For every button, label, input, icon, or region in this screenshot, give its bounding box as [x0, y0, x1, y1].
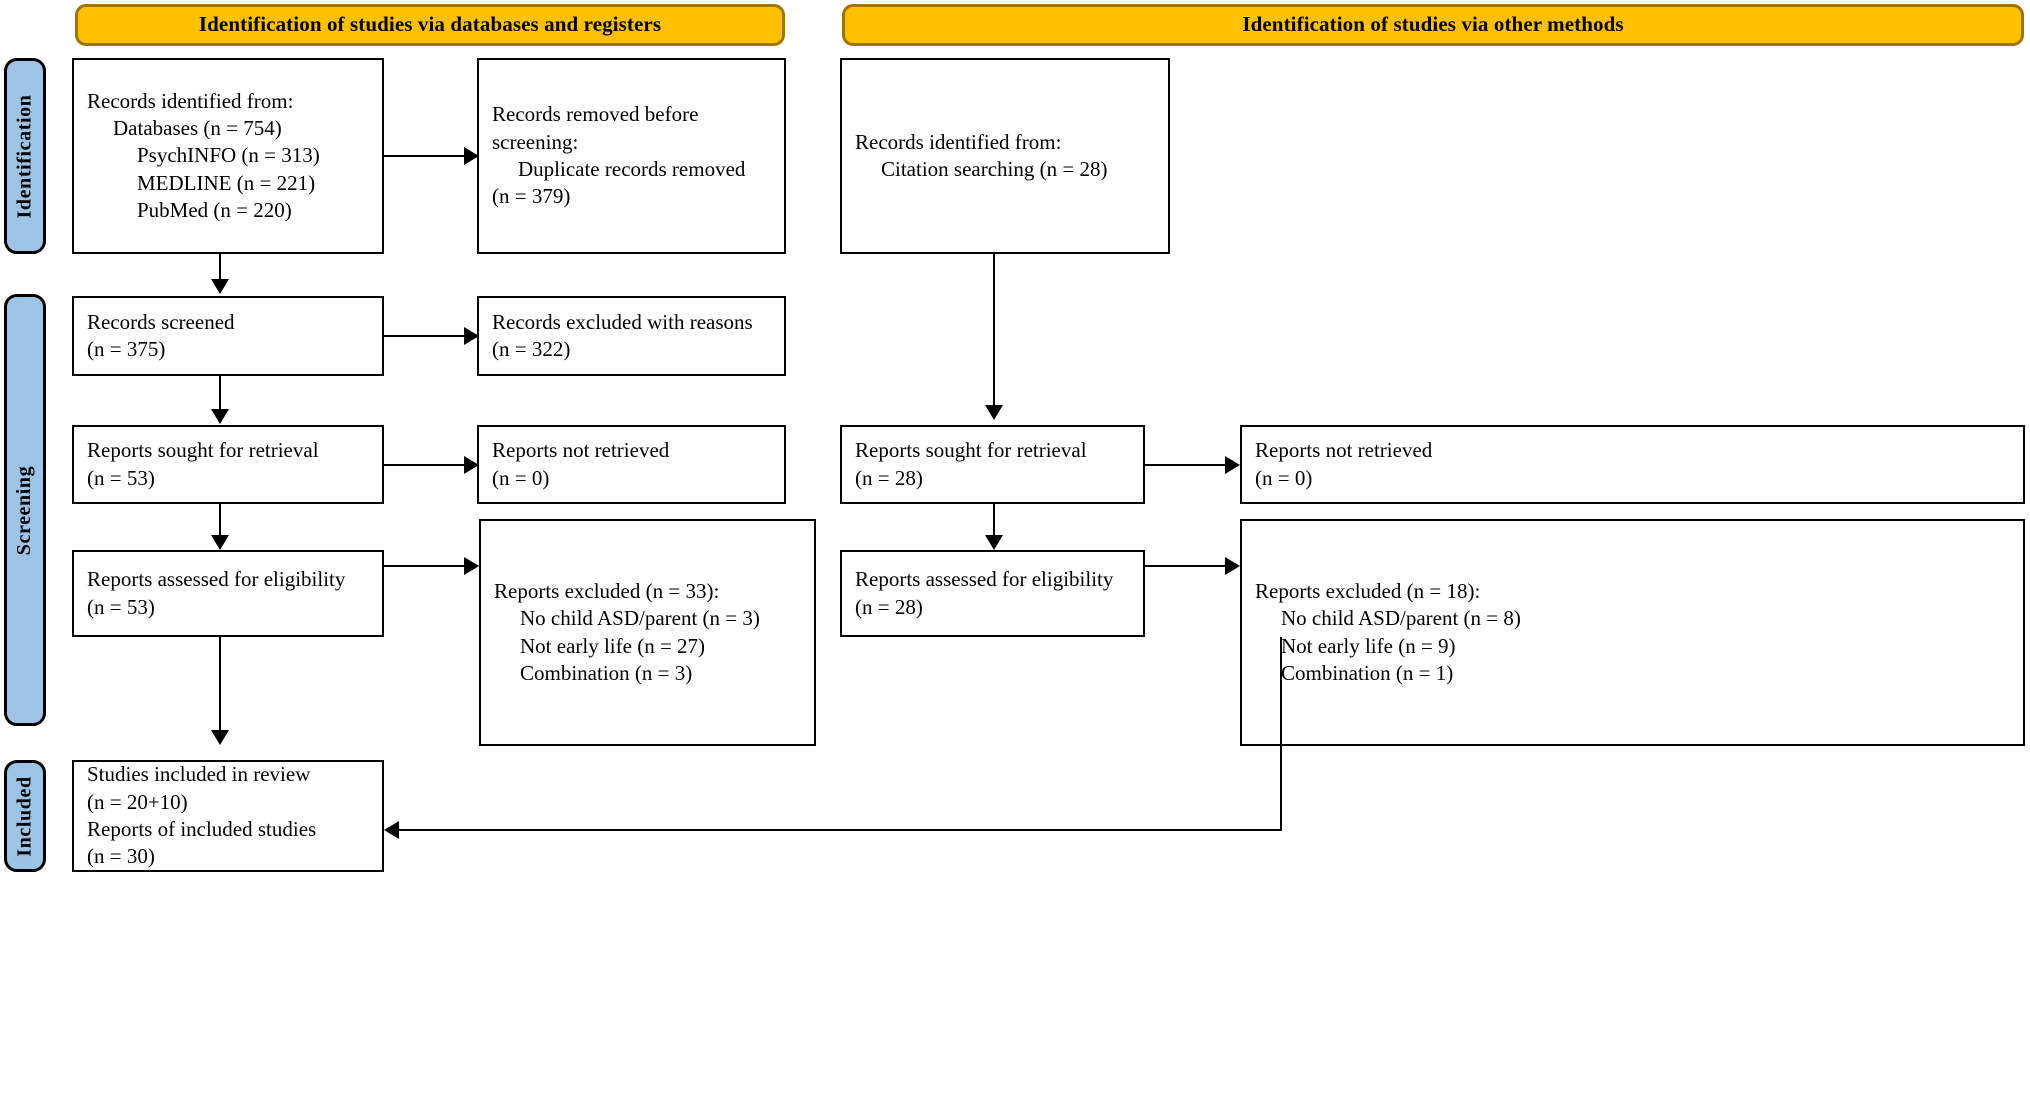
box-line: (n = 0)	[1255, 465, 1313, 490]
arrowhead-down	[211, 535, 229, 550]
connector-sought-to-assessed-left	[219, 504, 221, 542]
box-line: Records identified from:	[87, 88, 294, 113]
box-line: (n = 28)	[855, 465, 923, 490]
box-line: (n = 30)	[87, 844, 155, 869]
box-line: Combination (n = 1)	[1281, 660, 1454, 685]
box-line: screening:	[492, 129, 579, 154]
box-reports-excluded-other: Reports excluded (n = 18): No child ASD/…	[1240, 519, 2025, 746]
box-records-excluded-with-reasons: Records excluded with reasons (n = 322)	[477, 296, 786, 376]
box-line: Reports not retrieved	[492, 438, 670, 463]
connector-other-assessed-to-included	[398, 829, 1282, 831]
box-reports-assessed-other: Reports assessed for eligibility (n = 28…	[840, 550, 1145, 637]
arrowhead-down	[211, 730, 229, 745]
box-line: No child ASD/parent (n = 8)	[1281, 606, 1521, 631]
arrowhead-left	[384, 821, 399, 839]
connector-other-identified-to-sought	[993, 254, 995, 412]
connector-screened-to-excluded	[384, 335, 466, 337]
arrowhead-down	[211, 409, 229, 424]
connector-assessed-to-excluded-left	[384, 565, 466, 567]
box-records-identified-databases: Records identified from: Databases (n = …	[72, 58, 384, 254]
banner-databases-registers: Identification of studies via databases …	[75, 4, 785, 46]
box-line: Records identified from:	[855, 129, 1062, 154]
connector-sought-to-not-retrieved-left	[384, 464, 466, 466]
rail-included: Included	[4, 760, 46, 872]
box-line: (n = 322)	[492, 337, 571, 361]
box-line: Reports sought for retrieval	[855, 438, 1087, 463]
box-line: Studies included in review	[87, 762, 311, 787]
box-line: Reports excluded (n = 18):	[1255, 578, 1481, 603]
arrowhead-right	[464, 557, 479, 575]
box-line: Citation searching (n = 28)	[881, 157, 1108, 181]
arrowhead-right	[464, 327, 479, 345]
box-reports-excluded-databases: Reports excluded (n = 33): No child ASD/…	[479, 519, 816, 746]
connector-sought-to-assessed-right	[993, 504, 995, 542]
box-line: Reports sought for retrieval	[87, 438, 319, 463]
box-line: Records excluded with reasons	[492, 309, 753, 334]
arrowhead-down	[985, 405, 1003, 420]
rail-included-label: Included	[13, 775, 36, 857]
box-line: (n = 53)	[87, 465, 155, 490]
box-line: Not early life (n = 27)	[520, 633, 706, 658]
box-records-removed-before-screening: Records removed before screening: Duplic…	[477, 58, 786, 254]
box-line: (n = 20+10)	[87, 789, 188, 814]
box-studies-included-in-review: Studies included in review (n = 20+10) R…	[72, 760, 384, 872]
arrowhead-right	[464, 147, 479, 165]
rail-screening-label: Screening	[13, 465, 36, 555]
box-line: (n = 53)	[87, 594, 155, 619]
box-line: No child ASD/parent (n = 3)	[520, 606, 760, 631]
banner-other-methods: Identification of studies via other meth…	[842, 4, 2024, 46]
arrowhead-down	[985, 535, 1003, 550]
box-line: Reports assessed for eligibility	[855, 567, 1114, 592]
connector-assessed-to-included	[219, 637, 221, 737]
connector-sought-to-not-retrieved-right	[1145, 464, 1227, 466]
box-line: PsychINFO (n = 313)	[137, 143, 320, 168]
box-reports-sought-other: Reports sought for retrieval (n = 28)	[840, 425, 1145, 504]
rail-identification-label: Identification	[13, 94, 36, 218]
box-line: Combination (n = 3)	[520, 660, 693, 685]
arrowhead-right	[1225, 557, 1240, 575]
box-line: Records removed before	[492, 102, 699, 127]
box-line: Reports not retrieved	[1255, 438, 1433, 463]
box-reports-not-retrieved-databases: Reports not retrieved (n = 0)	[477, 425, 786, 504]
connector-screened-to-sought	[219, 376, 221, 416]
box-reports-not-retrieved-other: Reports not retrieved (n = 0)	[1240, 425, 2025, 504]
box-line: (n = 379)	[492, 184, 571, 209]
banner-databases-registers-label: Identification of studies via databases …	[198, 12, 662, 37]
box-line: (n = 375)	[87, 337, 166, 361]
connector-identified-to-removed	[384, 155, 466, 157]
box-line: Not early life (n = 9)	[1281, 633, 1456, 658]
rail-identification: Identification	[4, 58, 46, 254]
box-line: (n = 28)	[855, 594, 923, 619]
box-records-screened: Records screened (n = 375)	[72, 296, 384, 376]
box-line: Records screened	[87, 309, 235, 334]
arrowhead-down	[211, 279, 229, 294]
arrowhead-right	[1225, 456, 1240, 474]
box-line: Reports of included studies	[87, 817, 317, 841]
connector-identified-to-screened	[219, 254, 221, 286]
rail-screening: Screening	[4, 294, 46, 726]
box-line: PubMed (n = 220)	[137, 197, 292, 222]
arrowhead-right	[464, 456, 479, 474]
box-line: (n = 0)	[492, 465, 550, 490]
connector-other-assessed-down	[1280, 637, 1282, 830]
box-records-identified-other-methods: Records identified from: Citation search…	[840, 58, 1170, 254]
box-line: Reports assessed for eligibility	[87, 567, 346, 592]
box-line: Reports excluded (n = 33):	[494, 578, 720, 603]
box-reports-assessed-databases: Reports assessed for eligibility (n = 53…	[72, 550, 384, 637]
box-line: MEDLINE (n = 221)	[137, 170, 316, 195]
box-line: Duplicate records removed	[518, 157, 746, 181]
banner-other-methods-label: Identification of studies via other meth…	[1242, 12, 1624, 37]
connector-assessed-to-excluded-right	[1145, 565, 1227, 567]
box-reports-sought-databases: Reports sought for retrieval (n = 53)	[72, 425, 384, 504]
box-line: Databases (n = 754)	[113, 116, 282, 141]
